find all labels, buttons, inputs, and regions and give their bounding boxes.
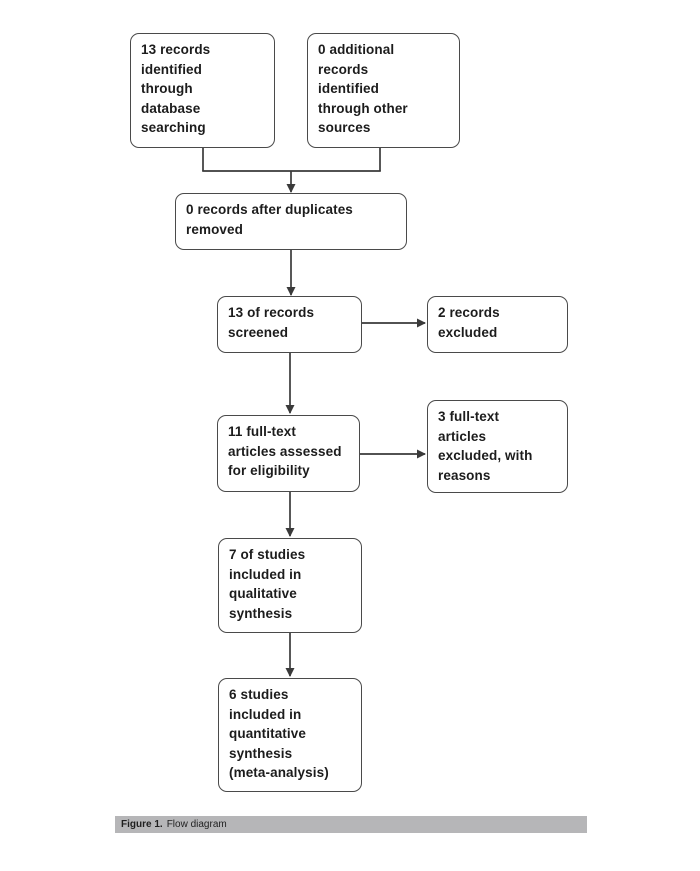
- box-studies-quantitative-synthesis: 6 studies included in quantitative synth…: [218, 678, 362, 792]
- box-fulltext-articles-excluded: 3 full-text articles excluded, with reas…: [427, 400, 568, 493]
- box-fulltext-articles-assessed: 11 full-text articles assessed for eligi…: [217, 415, 360, 492]
- box-records-excluded: 2 records excluded: [427, 296, 568, 353]
- box-studies-qualitative-synthesis: 7 of studies included in qualitative syn…: [218, 538, 362, 633]
- figure-caption-label: Figure 1.: [121, 819, 163, 830]
- box-records-screened: 13 of records screened: [217, 296, 362, 353]
- box-records-identified-other-sources: 0 additional records identified through …: [307, 33, 460, 148]
- box-records-after-duplicates-removed: 0 records after duplicates removed: [175, 193, 407, 250]
- box-records-identified-database: 13 records identified through database s…: [130, 33, 275, 148]
- figure-caption-bar: Figure 1.Flow diagram: [115, 816, 587, 833]
- figure-caption-text: Flow diagram: [166, 819, 227, 830]
